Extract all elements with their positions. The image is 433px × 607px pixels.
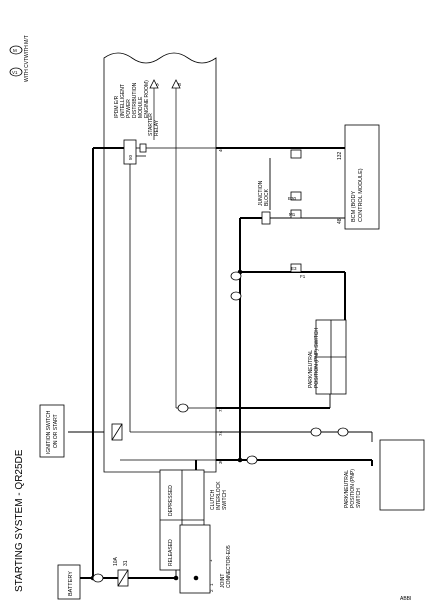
- svg-text:(INTELLIGENT: (INTELLIGENT: [120, 84, 126, 118]
- battery-box: [57, 564, 81, 600]
- svg-text:SWITCH: SWITCH: [222, 490, 228, 510]
- legend: [9, 45, 23, 77]
- svg-text:PARK/NEUTRAL: PARK/NEUTRAL: [308, 350, 314, 388]
- svg-text:50: 50: [128, 154, 133, 160]
- svg-text:2: 2: [209, 589, 214, 592]
- svg-text:74: 74: [218, 430, 223, 436]
- svg-text:A: A: [156, 82, 159, 87]
- ipdm-module-outline: [103, 52, 217, 473]
- svg-text:CLUTCH: CLUTCH: [210, 489, 216, 510]
- svg-text:CONNECTOR-E05: CONNECTOR-E05: [226, 545, 232, 588]
- svg-text:WITH CVT: WITH CVT: [24, 58, 30, 82]
- svg-text:F1: F1: [300, 274, 306, 279]
- svg-text:M: M: [13, 48, 17, 53]
- page-title: STARTING SYSTEM - QR25DE: [14, 449, 25, 592]
- svg-text:ON OR START: ON OR START: [53, 414, 59, 448]
- svg-text:132: 132: [337, 151, 343, 160]
- joint-connector: [179, 524, 211, 594]
- svg-text:1: 1: [208, 559, 213, 562]
- svg-text:46: 46: [218, 146, 223, 152]
- svg-text:POSITION (PNP): POSITION (PNP): [350, 469, 356, 508]
- svg-text:CONTROL MODULE): CONTROL MODULE): [358, 168, 364, 222]
- svg-text:MODULE: MODULE: [138, 96, 144, 118]
- connector-markers: [92, 149, 349, 583]
- svg-text:48: 48: [337, 218, 343, 224]
- svg-text:POWER: POWER: [126, 99, 132, 118]
- svg-text:E30: E30: [288, 196, 297, 201]
- battery-label: BATTERY: [68, 571, 74, 596]
- svg-text:SWITCH: SWITCH: [356, 488, 362, 508]
- ignition-switch-box: [39, 404, 65, 458]
- svg-text:RELAY: RELAY: [154, 119, 160, 136]
- svg-text:M1: M1: [289, 212, 296, 217]
- pnp-switch-cvt-grid: [379, 439, 425, 511]
- svg-text:10A: 10A: [113, 556, 119, 566]
- svg-text:31: 31: [123, 560, 129, 566]
- svg-text:BLOCK: BLOCK: [264, 188, 270, 206]
- svg-text:WITH M/T: WITH M/T: [24, 35, 30, 58]
- svg-text:ENGINE ROOM): ENGINE ROOM): [144, 80, 150, 118]
- svg-text:INTERLOCK: INTERLOCK: [216, 481, 222, 510]
- svg-text:B: B: [178, 82, 181, 87]
- junction-block: [261, 211, 271, 225]
- svg-text:POSITION (PNP) SWITCH: POSITION (PNP) SWITCH: [314, 328, 320, 388]
- svg-text:RELEASED: RELEASED: [168, 539, 174, 566]
- svg-text:DISTRIBUTION: DISTRIBUTION: [132, 82, 138, 118]
- svg-text:E3: E3: [291, 266, 297, 271]
- svg-text:JOINT: JOINT: [220, 574, 226, 588]
- bcm-module: [344, 124, 380, 230]
- footer-code: ABBI: [400, 596, 411, 602]
- svg-text:V1: V1: [12, 70, 18, 75]
- svg-text:JUNCTION: JUNCTION: [258, 180, 264, 206]
- svg-text:BCM (BODY: BCM (BODY: [351, 191, 357, 223]
- svg-text:IPDM E/R: IPDM E/R: [114, 95, 120, 118]
- svg-text:DEPRESSED: DEPRESSED: [168, 485, 174, 516]
- svg-text:72: 72: [218, 406, 223, 412]
- svg-text:STARTER: STARTER: [148, 113, 154, 136]
- svg-text:PARK/NEUTRAL: PARK/NEUTRAL: [344, 470, 350, 508]
- svg-text:30: 30: [218, 458, 223, 464]
- svg-text:1: 1: [209, 583, 214, 586]
- svg-text:IGNITION SWITCH: IGNITION SWITCH: [46, 410, 52, 454]
